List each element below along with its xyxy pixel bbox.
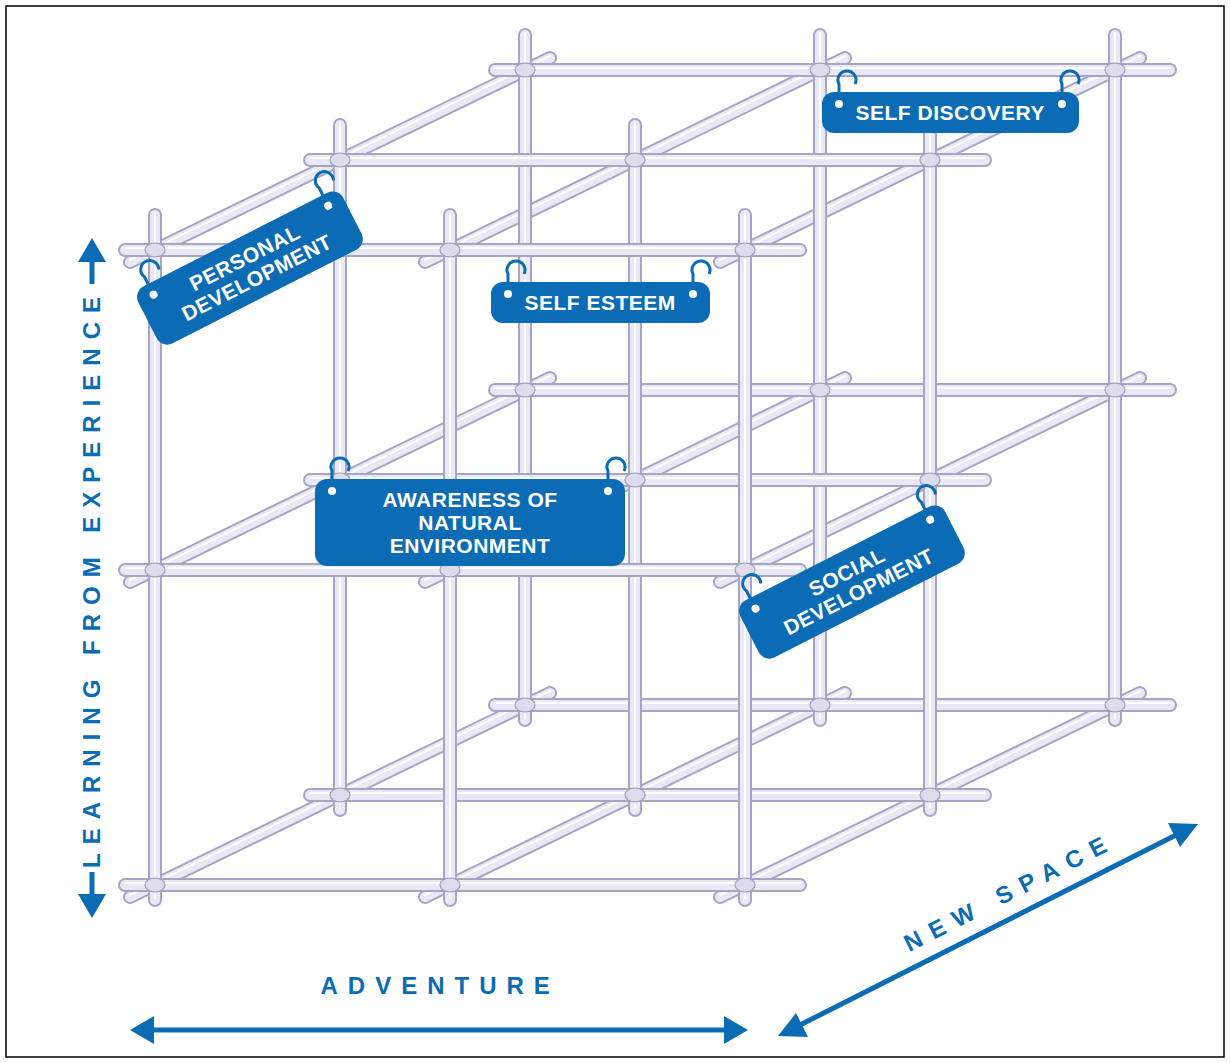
arrow-head (78, 894, 106, 918)
clamp (515, 698, 535, 712)
axis-arrows (78, 238, 1198, 1044)
clamp (625, 788, 645, 802)
tube-highlight (310, 157, 985, 159)
frame (6, 6, 1224, 1057)
clamp (920, 153, 940, 167)
clamp (145, 563, 165, 577)
clamp (625, 473, 645, 487)
sign-text: SELF DISCOVERY (856, 101, 1045, 124)
tube-highlight (125, 567, 800, 569)
hook (312, 168, 341, 202)
tube-highlight (744, 213, 746, 898)
arrow-head (130, 1016, 154, 1044)
hook (138, 257, 167, 291)
tube (125, 565, 800, 575)
sign-hole (504, 290, 512, 298)
sign-hole (328, 487, 336, 495)
hanging-sign: AWARENESS OF NATURAL ENVIRONMENT (315, 479, 625, 566)
clamp (515, 63, 535, 77)
axis-label: NEW SPACE (896, 825, 1124, 960)
clamp (145, 878, 165, 892)
clamp (735, 243, 755, 257)
hook (607, 457, 625, 486)
tube-highlight (634, 123, 636, 808)
axis-label: LEARNING FROM EXPERIENCE (78, 284, 106, 872)
hook (914, 482, 943, 516)
tube-outline (495, 383, 1170, 397)
clamp (920, 788, 940, 802)
tube (125, 880, 800, 890)
tube-highlight (495, 67, 1170, 69)
sign-hole (750, 603, 761, 614)
sign-hole (925, 514, 936, 525)
tube-highlight (495, 387, 1170, 389)
clamp (440, 243, 460, 257)
sign-hole (689, 290, 697, 298)
clamp (810, 698, 830, 712)
clamp (330, 153, 350, 167)
tube-highlight (524, 33, 526, 718)
tube-outline (310, 788, 985, 802)
arrow-head (778, 1013, 808, 1037)
clamp (625, 153, 645, 167)
tube-highlight (125, 882, 800, 884)
clamp (810, 63, 830, 77)
hook (838, 70, 856, 99)
clamp (1105, 383, 1125, 397)
tube-outline (125, 878, 800, 892)
arrow-head (1168, 823, 1198, 847)
clamp (440, 878, 460, 892)
sign-text: SELF ESTEEM (525, 291, 676, 314)
tube (310, 155, 985, 165)
tube-highlight (929, 123, 931, 808)
hook (692, 260, 710, 289)
sign-hole (148, 289, 159, 300)
clamp (515, 383, 535, 397)
sign-hole (604, 487, 612, 495)
tube-highlight (1114, 33, 1116, 718)
scaffold (125, 33, 1170, 900)
sign-hole (1058, 100, 1066, 108)
depth-axis-line (798, 833, 1180, 1026)
clamp (330, 788, 350, 802)
clamp (145, 243, 165, 257)
hanging-sign: SELF DISCOVERY (822, 92, 1079, 133)
hook (507, 260, 525, 289)
hanging-sign: SELF ESTEEM (491, 282, 710, 323)
sign-hole (323, 200, 334, 211)
hook (1061, 70, 1079, 99)
tube-outline (310, 153, 985, 167)
tube-highlight (495, 702, 1170, 704)
clamp (1105, 63, 1125, 77)
tube (495, 385, 1170, 395)
horizontal-axis-line (150, 1028, 728, 1033)
axis-label: ADVENTURE (317, 972, 564, 1000)
sign-hole (835, 100, 843, 108)
tube (310, 790, 985, 800)
hook (331, 457, 349, 486)
tube (495, 700, 1170, 710)
clamp (810, 383, 830, 397)
clamp (735, 878, 755, 892)
tube-outline (495, 698, 1170, 712)
arrow-head (724, 1016, 748, 1044)
clamp (1105, 698, 1125, 712)
hook (740, 571, 769, 605)
hanging-sign: PERSONAL DEVELOPMENT (133, 187, 367, 349)
arrow-head (78, 238, 106, 262)
sign-text: AWARENESS OF NATURAL ENVIRONMENT (349, 488, 591, 557)
tube-highlight (310, 792, 985, 794)
